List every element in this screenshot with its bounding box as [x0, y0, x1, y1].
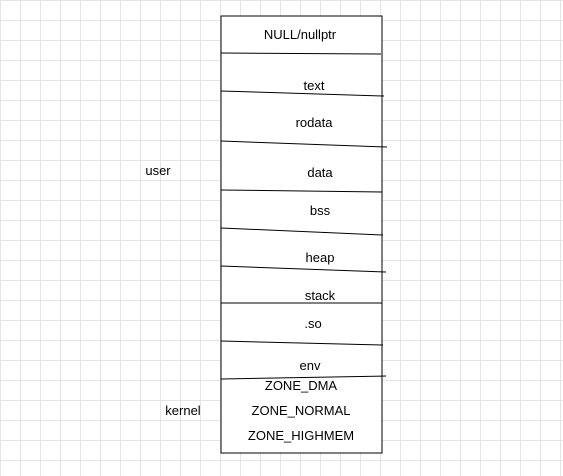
divider-null-text — [220, 52, 382, 55]
kernel-zone-normal: ZONE_NORMAL — [252, 403, 351, 418]
segment-label-heap: heap — [306, 250, 335, 265]
kernel-zone-highmem: ZONE_HIGHMEM — [248, 428, 354, 443]
segment-label-env: env — [300, 358, 321, 373]
user-space-label: user — [145, 163, 171, 178]
divider-heap-stack — [220, 265, 387, 273]
divider-so-env — [220, 340, 384, 346]
divider-text-rodata — [220, 90, 385, 97]
divider-bss-heap — [220, 227, 384, 236]
kernel-space-label: kernel — [165, 403, 201, 418]
segment-label-stack: stack — [305, 288, 336, 303]
segment-label-bss: bss — [310, 203, 331, 218]
divider-rodata-data — [220, 140, 388, 148]
divider-data-bss — [220, 189, 383, 193]
memory-block-outline — [220, 15, 383, 454]
segment-label-text: text — [304, 78, 325, 93]
segment-label-data: data — [307, 165, 333, 180]
divider-user-kernel — [220, 375, 387, 380]
segment-label-rodata: rodata — [296, 115, 334, 130]
kernel-zone-dma: ZONE_DMA — [265, 378, 338, 393]
segment-label-null: NULL/nullptr — [264, 27, 337, 42]
segment-label-so: .so — [304, 316, 321, 331]
